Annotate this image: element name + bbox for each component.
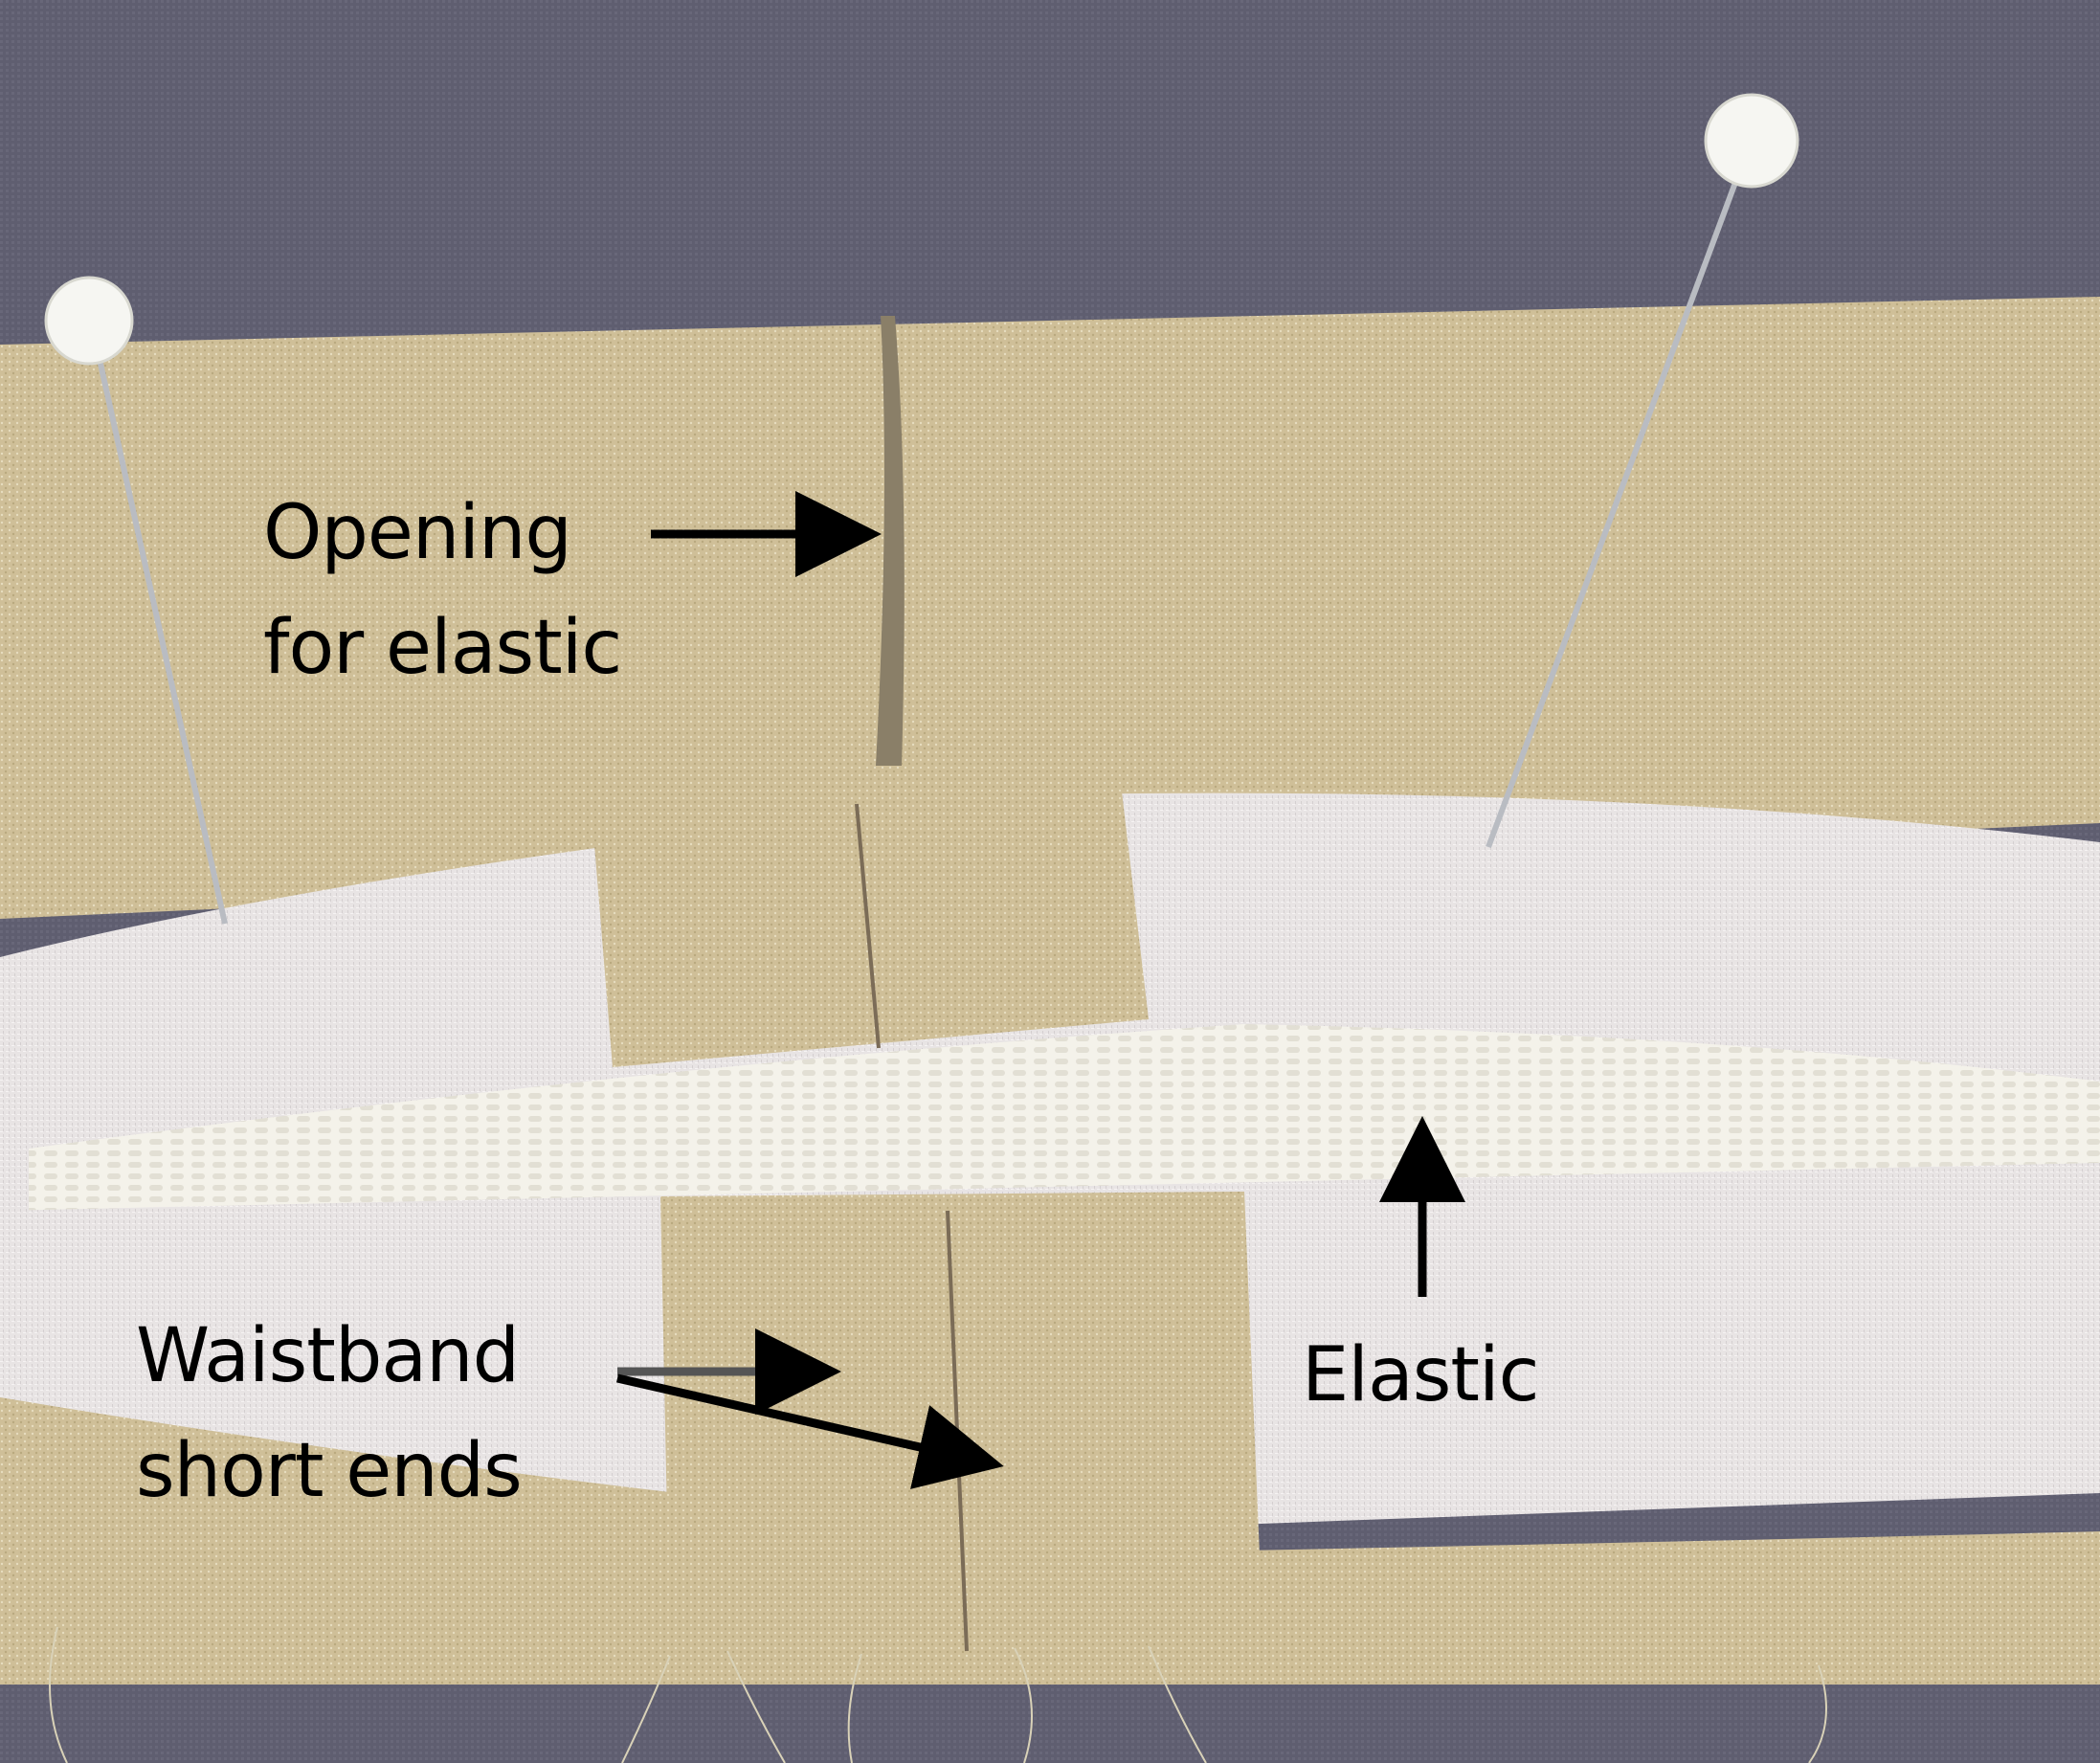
frayed-threads bbox=[49, 1626, 1827, 1763]
elastic-label: Elastic bbox=[1302, 1332, 1540, 1418]
left-pin-head bbox=[44, 276, 134, 366]
waistband-label-line1: Waistband bbox=[136, 1313, 520, 1399]
waistband-short-ends-top bbox=[593, 775, 1149, 1067]
waistband-label-line2: short ends bbox=[136, 1428, 523, 1514]
elastic-band bbox=[29, 1024, 2100, 1211]
beige-waistband bbox=[0, 297, 2100, 919]
right-pin-shaft bbox=[1486, 137, 1754, 849]
right-pin-head bbox=[1704, 93, 1799, 189]
left-pin-shaft bbox=[88, 320, 228, 925]
opening-label-line2: for elastic bbox=[263, 605, 622, 691]
short-ends-seam-top bbox=[855, 803, 881, 1049]
waistband-short-ends-bottom bbox=[660, 1192, 1263, 1656]
opening-label-line1: Opening bbox=[263, 490, 572, 576]
waistband-arrow-2 bbox=[616, 1373, 1004, 1489]
elastic-opening-slit bbox=[876, 316, 905, 766]
